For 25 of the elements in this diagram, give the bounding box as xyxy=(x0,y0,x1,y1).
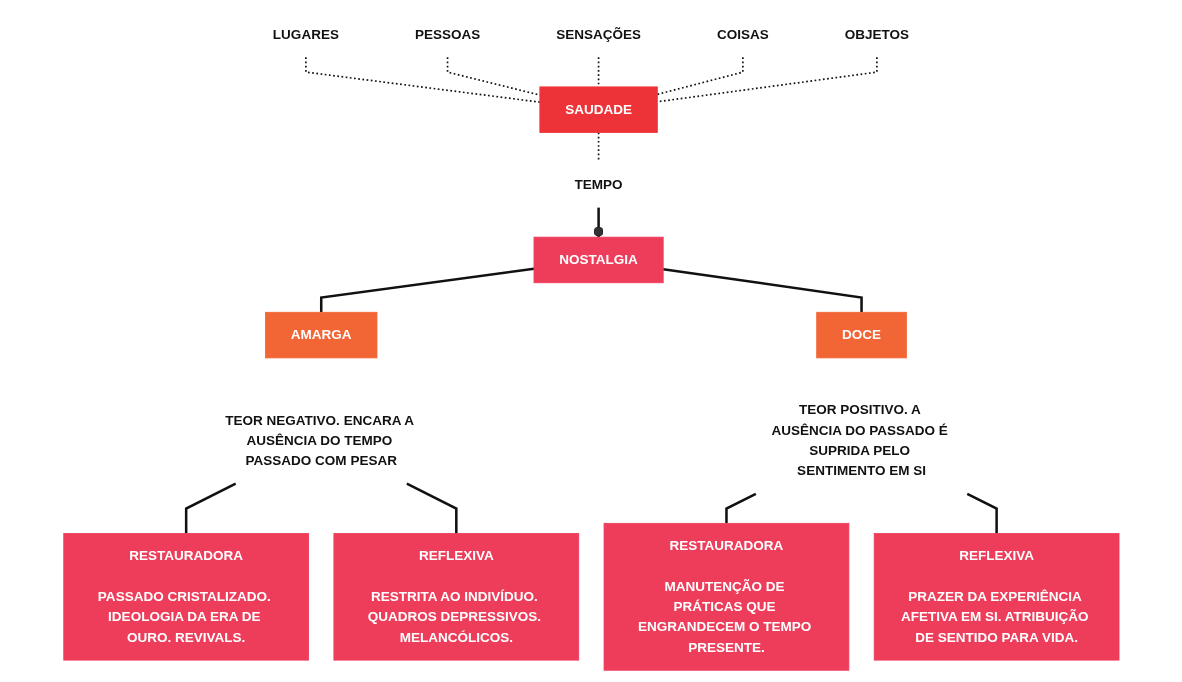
node-box: REFLEXIVA RESTRITA AO INDIVÍDUO. QUADROS DEPRESSIVOS. MELANCÓLICOS. xyxy=(333,533,579,661)
connector xyxy=(405,482,458,534)
connector xyxy=(656,56,878,103)
connector xyxy=(656,56,744,96)
node-box: NOSTALGIA xyxy=(533,236,664,284)
node-text: TEOR NEGATIVO. ENCARA A AUSÊNCIA DO TEMPO PASSADO COM PESAR xyxy=(224,412,414,468)
node-box: AMARGA xyxy=(264,311,377,359)
connector xyxy=(662,267,863,313)
node-box: DOCE xyxy=(815,311,907,359)
node-text: TEMPO xyxy=(574,177,623,192)
node-text: LUGARES xyxy=(272,26,339,42)
node-text: SENSAÇÕES xyxy=(555,26,641,42)
node-text: TEOR POSITIVO. A AUSÊNCIA DO PASSADO É SUPRIDA PELO SENTIMENTO EM SI xyxy=(771,402,948,478)
node-text: COISAS xyxy=(716,26,769,42)
connector xyxy=(724,492,756,524)
node-text: OBJETOS xyxy=(844,26,909,42)
connector xyxy=(304,56,541,103)
node-box: SAUDADE xyxy=(539,86,658,133)
connector xyxy=(593,207,604,238)
node-box: REFLEXIVA PRAZER DA EXPERIÊNCIA AFETIVA EM SI. ATRIBUIÇÃO DE SENTIDO PARA VIDA. xyxy=(873,533,1120,661)
node-box: RESTAURADORA PASSADO CRISTALIZADO. IDEOLOGIA DA ERA DE OURO. REVIVALS. xyxy=(62,533,309,661)
connector xyxy=(319,267,534,313)
connector xyxy=(184,482,236,534)
node-text: PESSOAS xyxy=(414,26,480,42)
node-box: RESTAURADORA MANUTENÇÃO DE PRÁTICAS QUE ENGRANDECEM O TEMPO PRESENTE. xyxy=(603,522,849,671)
